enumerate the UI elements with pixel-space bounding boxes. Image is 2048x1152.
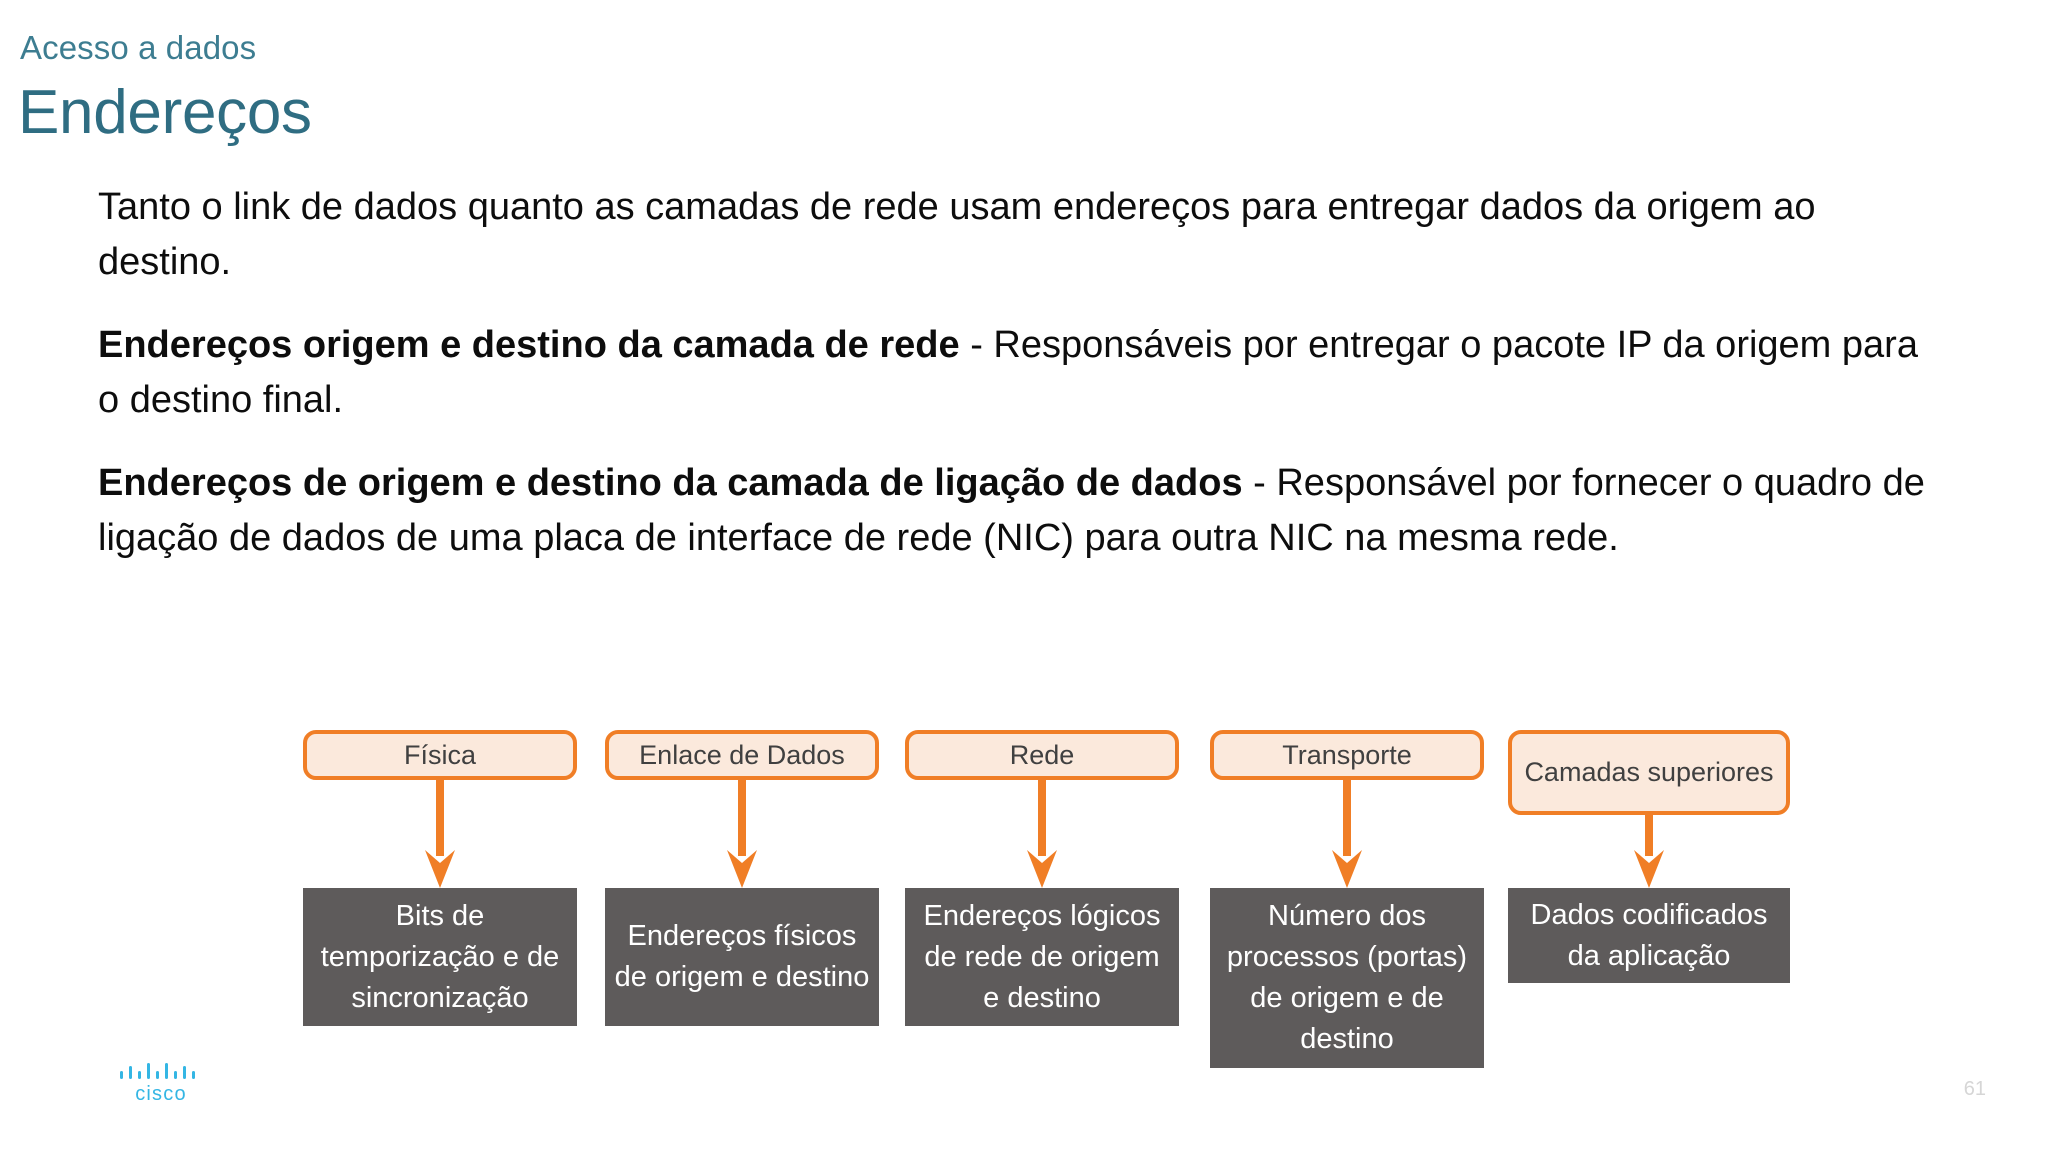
layer-box-label: Rede	[1009, 739, 1075, 770]
detail-box-5: Dados codificados da aplicação	[1508, 888, 1790, 983]
detail-box-label: Bits de temporização e de sincronização	[320, 899, 560, 1014]
cisco-logo: cisco	[118, 1060, 204, 1106]
detail-box-4: Número dos processos (portas) de origem …	[1210, 888, 1484, 1068]
page-number: 61	[1963, 1078, 1986, 1100]
arrow-down-4	[1332, 780, 1362, 888]
layer-box-label: Enlace de Dados	[639, 739, 845, 770]
page-title: Endereços	[18, 78, 312, 147]
body-copy: Tanto o link de dados quanto as camadas …	[98, 180, 1948, 566]
arrow-down-icon	[720, 780, 764, 893]
body-paragraph: Endereços de origem e destino da camada …	[98, 462, 1925, 559]
arrow-down-3	[1027, 780, 1057, 888]
detail-box-label: Endereços lógicos de rede de origem e de…	[923, 899, 1161, 1014]
detail-box-label: Dados codificados da aplicação	[1530, 898, 1768, 972]
body-paragraph: Endereços origem e destino da camada de …	[98, 324, 1918, 421]
arrow-down-5	[1634, 815, 1664, 888]
layer-box-1: Física	[303, 730, 577, 780]
arrow-down-icon	[1627, 815, 1671, 893]
paragraph-lead-bold: Endereços origem e destino da camada de …	[98, 324, 960, 366]
detail-box-label: Endereços físicos de origem e destino	[614, 920, 870, 993]
cisco-logo-bars	[120, 1063, 195, 1079]
detail-box-3: Endereços lógicos de rede de origem e de…	[905, 888, 1179, 1026]
layer-box-2: Enlace de Dados	[605, 730, 879, 780]
arrow-down-icon	[1325, 780, 1369, 893]
layer-box-4: Transporte	[1210, 730, 1484, 780]
arrow-down-1	[425, 780, 455, 888]
cisco-logo-wordmark: cisco	[135, 1083, 187, 1105]
layer-box-label: Transporte	[1282, 739, 1412, 770]
arrow-down-icon	[1020, 780, 1064, 893]
layer-box-3: Rede	[905, 730, 1179, 780]
layer-box-label: Camadas superiores	[1524, 757, 1774, 787]
detail-box-1: Bits de temporização e de sincronização	[303, 888, 577, 1026]
body-paragraph: Tanto o link de dados quanto as camadas …	[98, 186, 1816, 283]
layer-box-5: Camadas superiores	[1508, 730, 1790, 815]
layer-box-label: Física	[403, 739, 476, 770]
arrow-down-2	[727, 780, 757, 888]
arrow-down-icon	[418, 780, 462, 893]
slide-eyebrow: Acesso a dados	[20, 29, 257, 66]
detail-box-label: Número dos processos (portas) de origem …	[1226, 900, 1468, 1055]
detail-box-2: Endereços físicos de origem e destino	[605, 888, 879, 1026]
paragraph-lead-bold: Endereços de origem e destino da camada …	[98, 462, 1243, 504]
